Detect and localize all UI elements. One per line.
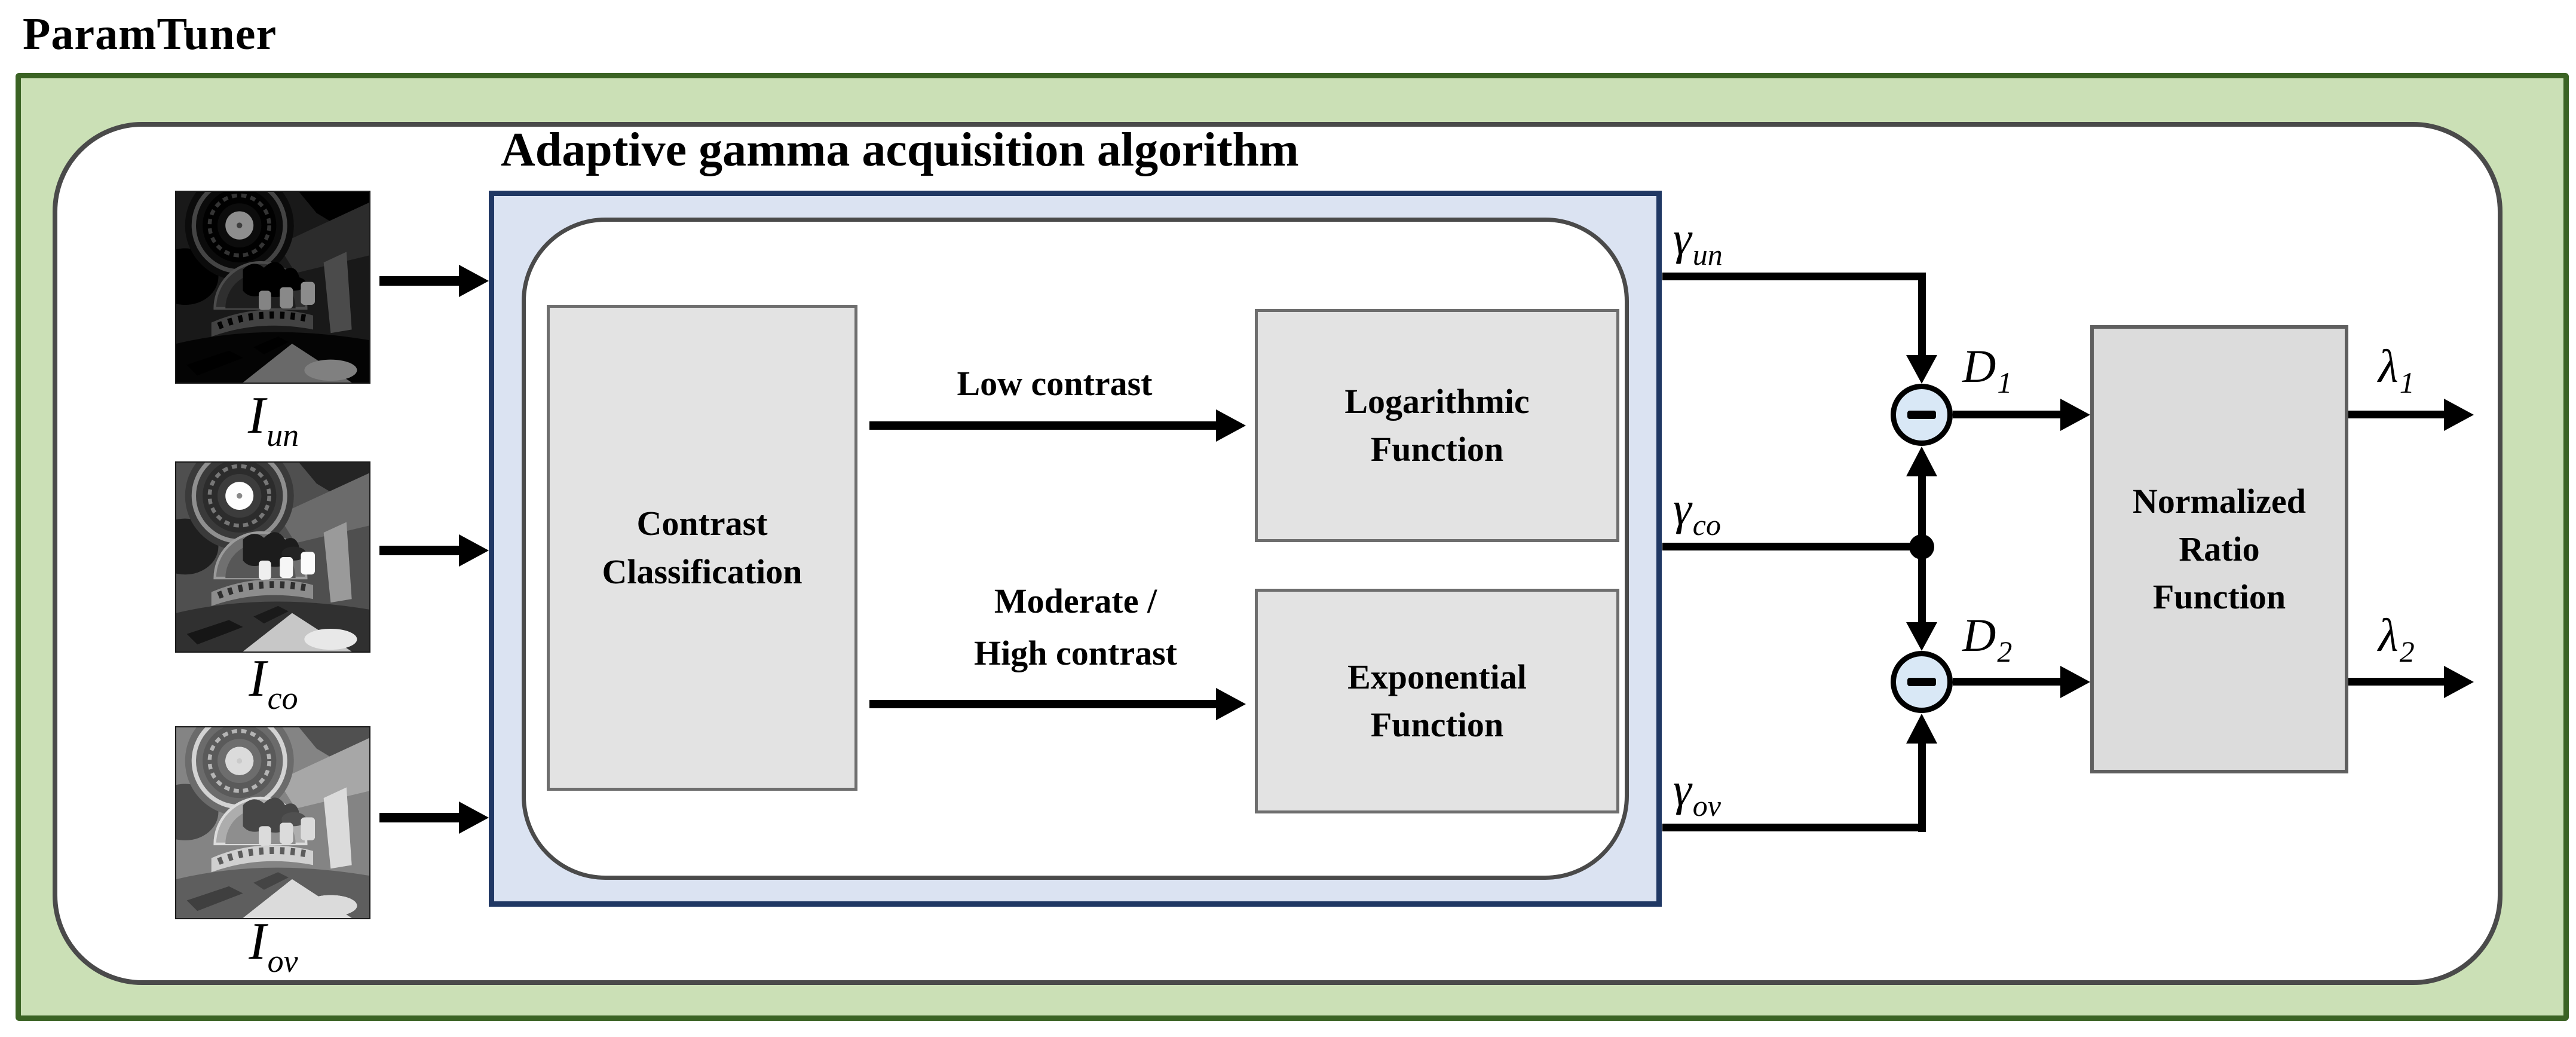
label-subscript: 2 — [1997, 635, 2013, 668]
label-subscript: ov — [267, 943, 298, 979]
page-title: ParamTuner — [23, 9, 277, 59]
subtract-node-1 — [1891, 384, 1953, 446]
arrow-moderate-high-shaft — [869, 700, 1216, 708]
label-base: γ — [1673, 482, 1692, 534]
gamma-un-drop-line — [1918, 273, 1926, 356]
branch-label-moderate-high-contrast: Moderate / High contrast — [890, 575, 1261, 679]
label-base: D — [1962, 609, 1996, 661]
label-subscript: 1 — [2399, 366, 2415, 399]
arrow-input2-head-icon — [459, 534, 489, 567]
label-base: I — [249, 913, 267, 971]
gamma-co-label: γco — [1673, 482, 1721, 540]
block-exponential-function: Exponential Function — [1255, 589, 1619, 813]
branch-label-low-contrast: Low contrast — [957, 364, 1153, 403]
arrow-input1-head-icon — [459, 265, 489, 297]
arrow-low-contrast-shaft — [869, 421, 1216, 430]
block-logarithmic-function: Logarithmic Function — [1255, 309, 1619, 542]
arrow-moderate-high-head-icon — [1216, 688, 1246, 720]
arrow-lambda1-shaft — [2348, 411, 2444, 418]
algorithm-panel-title: Adaptive gamma acquisition algorithm — [501, 124, 1299, 176]
gamma-ov-line — [1662, 824, 1926, 831]
label-base: γ — [1673, 212, 1692, 264]
gamma-co-up-arrowhead-icon — [1906, 446, 1937, 476]
block-label-line: Classification — [602, 552, 802, 591]
block-label-line: Function — [1370, 430, 1504, 469]
block-contrast-classification: Contrast Classification — [547, 305, 857, 791]
input-label-i-ov: Iov — [175, 913, 370, 978]
input-image-underexposed — [175, 191, 370, 384]
dome-photo-icon — [176, 727, 369, 918]
dome-photo-icon — [176, 192, 369, 383]
gamma-co-down-line — [1918, 543, 1926, 625]
arrow-low-contrast-head-icon — [1216, 409, 1246, 442]
gamma-ov-label: γov — [1673, 763, 1721, 821]
label-subscript: un — [267, 417, 299, 453]
block-label-line: Logarithmic — [1344, 381, 1530, 421]
arrow-d2-head-icon — [2060, 666, 2090, 698]
input-image-correct-exposure — [175, 461, 370, 653]
arrow-input2-shaft — [379, 546, 459, 555]
block-label-line: Function — [2152, 577, 2286, 617]
gamma-un-line — [1662, 273, 1926, 280]
difference-d1-label: D1 — [1962, 340, 2012, 398]
arrow-d1-shaft — [1953, 411, 2060, 418]
label-base: λ — [2378, 340, 2399, 392]
output-lambda2-label: λ2 — [2378, 609, 2415, 667]
block-label-line: Normalized — [2133, 481, 2306, 521]
input-label-i-co: Ico — [175, 650, 370, 715]
label-base: γ — [1673, 763, 1692, 815]
gamma-un-label: γun — [1673, 212, 1723, 270]
gamma-ov-rise-line — [1918, 744, 1926, 832]
branch-label-line: High contrast — [974, 634, 1177, 672]
label-subscript: 1 — [1997, 366, 2013, 399]
minus-icon — [1907, 678, 1936, 686]
arrow-input1-shaft — [379, 276, 459, 286]
subtract-node-2 — [1891, 651, 1953, 713]
gamma-co-down-arrowhead-icon — [1906, 622, 1937, 651]
arrow-input3-head-icon — [459, 802, 489, 834]
label-subscript: co — [1692, 508, 1721, 542]
minus-icon — [1907, 411, 1936, 419]
label-subscript: ov — [1692, 789, 1721, 822]
arrow-d1-head-icon — [2060, 399, 2090, 431]
gamma-ov-arrowhead-icon — [1906, 714, 1937, 744]
gamma-un-arrowhead-icon — [1906, 355, 1937, 384]
arrow-lambda2-shaft — [2348, 678, 2444, 686]
label-subscript: un — [1692, 238, 1723, 271]
input-label-i-un: Iun — [175, 387, 370, 452]
block-label-line: Ratio — [2179, 529, 2260, 568]
difference-d2-label: D2 — [1962, 609, 2012, 667]
gamma-co-line — [1662, 543, 1926, 550]
arrow-lambda1-head-icon — [2444, 399, 2474, 431]
arrow-input3-shaft — [379, 813, 459, 822]
block-label-line: Exponential — [1347, 657, 1527, 696]
branch-label-line: Moderate / — [994, 582, 1157, 620]
output-lambda1-label: λ1 — [2378, 340, 2415, 398]
label-subscript: co — [267, 680, 298, 716]
label-subscript: 2 — [2399, 635, 2415, 668]
arrow-lambda2-head-icon — [2444, 666, 2474, 698]
dome-photo-icon — [176, 463, 369, 651]
block-normalized-ratio-function: Normalized Ratio Function — [2090, 325, 2348, 773]
block-label-line: Function — [1370, 705, 1504, 744]
input-image-overexposed — [175, 726, 370, 919]
label-base: I — [249, 650, 267, 708]
label-base: I — [247, 387, 266, 445]
block-label-line: Contrast — [636, 504, 768, 543]
label-base: λ — [2378, 609, 2399, 661]
arrow-d2-shaft — [1953, 678, 2060, 686]
gamma-co-up-line — [1918, 476, 1926, 550]
label-base: D — [1962, 340, 1996, 392]
